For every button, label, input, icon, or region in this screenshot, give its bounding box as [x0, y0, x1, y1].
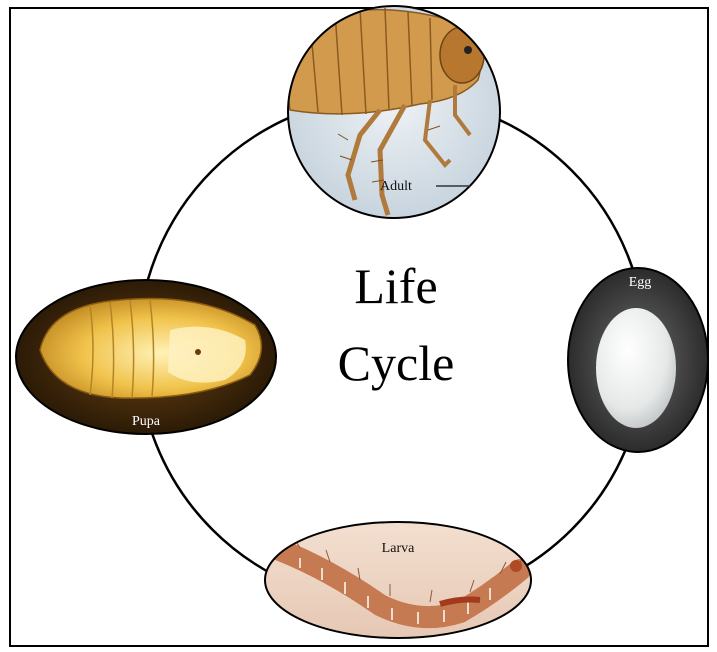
pupa-stage: Pupa — [16, 280, 276, 434]
egg-image — [596, 308, 676, 428]
egg-stage: Egg — [568, 268, 708, 452]
egg-label: Egg — [629, 275, 652, 290]
adult-label: Adult — [380, 179, 412, 194]
title-line-2: Cycle — [338, 335, 455, 391]
larva-label: Larva — [382, 541, 415, 556]
title-line-1: Life — [354, 258, 437, 314]
larva-stage: Larva — [265, 522, 531, 638]
pupa-image — [40, 298, 261, 398]
pupa-label: Pupa — [132, 414, 161, 429]
